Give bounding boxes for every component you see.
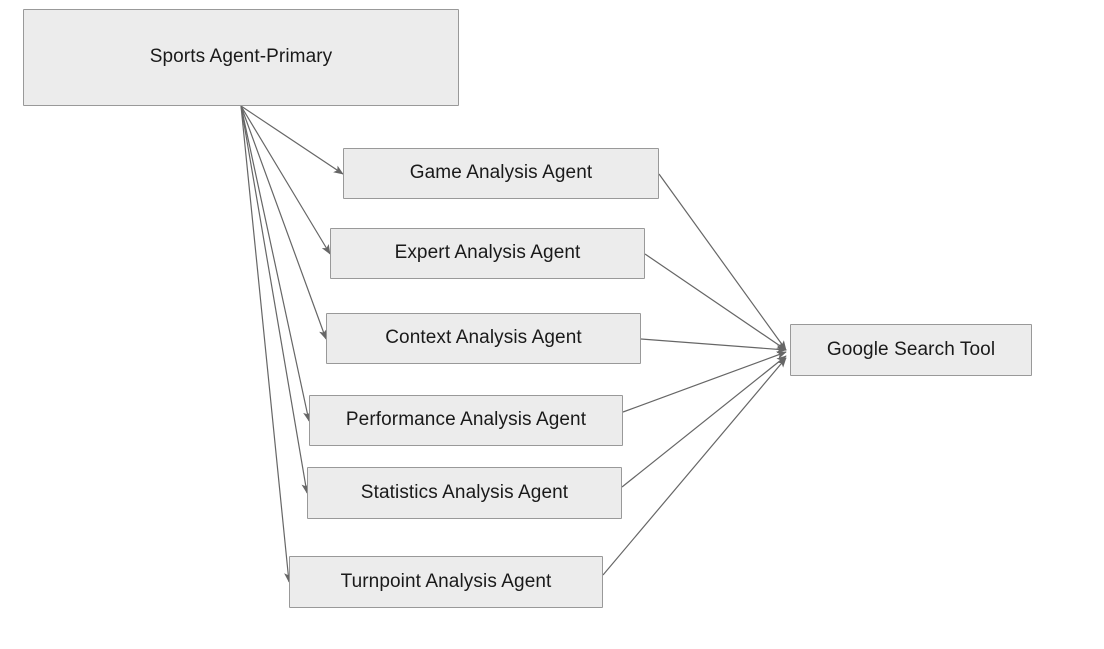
edge-primary-to-expert — [240, 105, 331, 255]
node-label-turnpoint-analysis-agent: Turnpoint Analysis Agent — [340, 570, 552, 592]
node-label-game-analysis-agent: Game Analysis Agent — [409, 162, 593, 184]
node-label-google-search-tool: Google Search Tool — [826, 338, 996, 360]
node-game-analysis-agent[interactable]: Game Analysis Agent — [343, 148, 659, 199]
edge-primary-to-performance — [240, 105, 311, 422]
edge-statistics-to-google — [621, 355, 787, 488]
node-label-performance-analysis-agent: Performance Analysis Agent — [345, 409, 587, 431]
node-label-sports-agent-primary: Sports Agent-Primary — [149, 46, 333, 68]
node-google-search-tool[interactable]: Google Search Tool — [790, 324, 1032, 376]
edge-performance-to-google — [622, 351, 787, 413]
edge-primary-to-game — [240, 105, 344, 175]
node-performance-analysis-agent[interactable]: Performance Analysis Agent — [309, 395, 623, 446]
edge-turnpoint-to-google — [602, 357, 787, 576]
edge-primary-to-turnpoint — [240, 105, 293, 583]
node-sports-agent-primary[interactable]: Sports Agent-Primary — [23, 9, 459, 106]
node-label-statistics-analysis-agent: Statistics Analysis Agent — [360, 481, 569, 503]
node-label-expert-analysis-agent: Expert Analysis Agent — [394, 242, 581, 264]
node-statistics-analysis-agent[interactable]: Statistics Analysis Agent — [307, 467, 622, 519]
edge-game-to-google — [658, 173, 787, 351]
node-label-context-analysis-agent: Context Analysis Agent — [385, 327, 582, 349]
edge-context-to-google — [640, 338, 787, 354]
node-expert-analysis-agent[interactable]: Expert Analysis Agent — [330, 228, 645, 279]
edge-primary-to-context — [240, 105, 327, 340]
edge-primary-to-statistics — [240, 105, 310, 494]
node-context-analysis-agent[interactable]: Context Analysis Agent — [326, 313, 641, 364]
node-turnpoint-analysis-agent[interactable]: Turnpoint Analysis Agent — [289, 556, 603, 608]
edge-expert-to-google — [644, 253, 787, 351]
